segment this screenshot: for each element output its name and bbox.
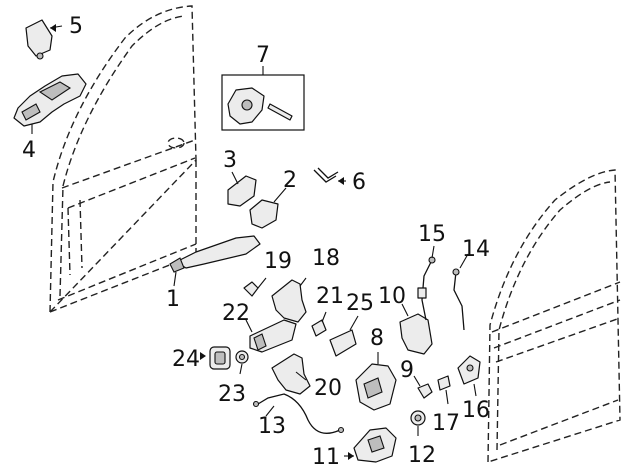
callout-20: 20 (314, 376, 342, 401)
callout-5: 5 (69, 14, 83, 39)
part-10-latch-cover (399, 303, 433, 355)
part-9-bolt (413, 375, 433, 399)
part-24-seal (200, 346, 231, 370)
part-11-actuator (344, 427, 397, 463)
callout-1: 1 (166, 287, 180, 312)
part-4-handle-carrier (13, 73, 87, 134)
part-16-striker (457, 355, 481, 397)
callout-18: 18 (312, 246, 340, 271)
part-19-bolt (243, 277, 267, 297)
part-22-check-link (245, 319, 297, 353)
callout-24: 24 (172, 347, 200, 372)
part-21-bolt (311, 311, 327, 337)
part-20-hinge-lower (271, 353, 311, 395)
part-5-bracket (25, 19, 63, 60)
part-3-bezel (227, 171, 257, 207)
right-door-outline (487, 169, 621, 463)
callout-3: 3 (223, 148, 237, 173)
callout-15: 15 (418, 222, 446, 247)
callout-17: 17 (432, 411, 460, 436)
part-1-outside-handle (169, 235, 261, 287)
part-15-rod (417, 245, 436, 321)
callout-7: 7 (256, 43, 270, 68)
callout-13: 13 (258, 414, 286, 439)
part-17-screw (437, 375, 451, 405)
callout-23: 23 (218, 382, 246, 407)
callout-6: 6 (352, 170, 366, 195)
callout-9: 9 (400, 358, 414, 383)
callout-19: 19 (264, 249, 292, 274)
callout-10: 10 (378, 284, 406, 309)
callout-16: 16 (462, 398, 490, 423)
part-8-latch (355, 352, 397, 411)
part-2-cap (249, 187, 287, 229)
part-7-inset (221, 66, 305, 131)
callout-11: 11 (312, 445, 340, 470)
part-25-striker (329, 315, 359, 357)
callout-14: 14 (462, 237, 490, 262)
callout-22: 22 (222, 301, 250, 326)
callout-25: 25 (346, 291, 374, 316)
part-13-cable (252, 393, 345, 434)
callout-21: 21 (316, 284, 344, 309)
part-12-grommet (410, 410, 426, 436)
callout-12: 12 (408, 443, 436, 468)
callout-8: 8 (370, 326, 384, 351)
callout-labels: 1 2 3 4 5 6 7 8 9 10 11 12 13 14 15 16 1… (22, 14, 490, 470)
part-18-hinge-upper (271, 277, 307, 323)
left-door-outline (49, 5, 197, 314)
callout-4: 4 (22, 138, 36, 163)
part-6-seal (313, 167, 346, 185)
callout-2: 2 (283, 168, 297, 193)
part-23-nut (235, 350, 249, 375)
part-14-rod (452, 253, 469, 331)
